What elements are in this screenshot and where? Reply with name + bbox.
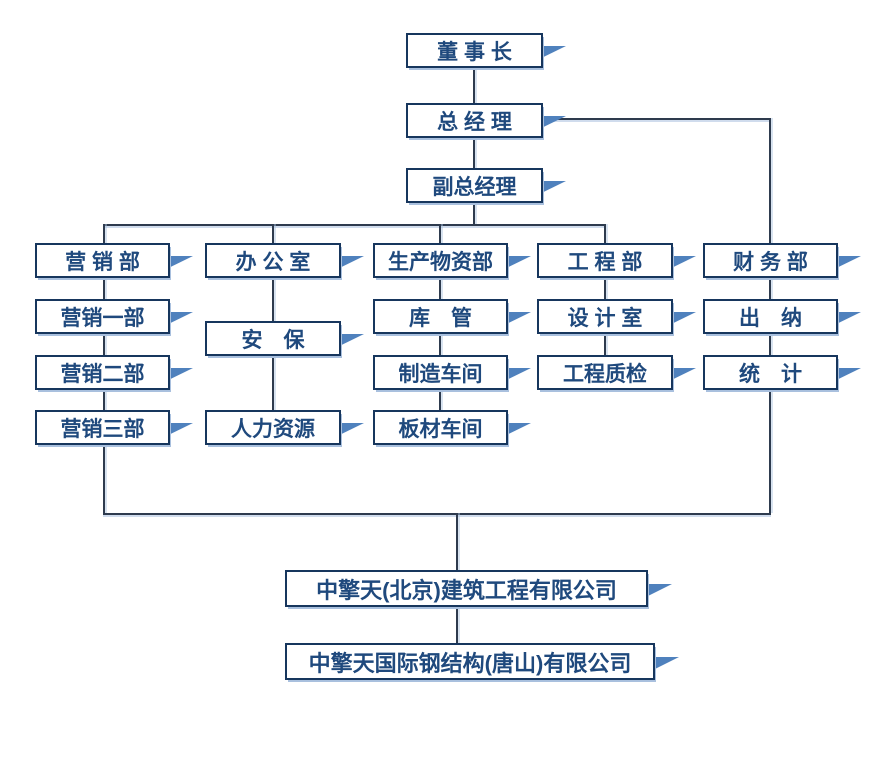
connector-distribution (103, 224, 606, 226)
node-box: 安 保 (205, 321, 341, 356)
node-label: 安 保 (241, 328, 305, 352)
node-label: 生产物资部 (388, 250, 493, 274)
node-box: 副总经理 (406, 168, 543, 203)
node-label: 人力资源 (231, 417, 315, 441)
node-marketing-1: 营销一部 (35, 299, 193, 334)
connector-company-link (456, 605, 458, 645)
node-label: 统 计 (739, 362, 802, 386)
connector-office-column (272, 224, 274, 412)
node-box: 中擎天国际钢结构(唐山)有限公司 (285, 643, 655, 680)
node-security: 安 保 (205, 321, 364, 356)
connector-gm-finance-branch (543, 118, 771, 120)
node-box: 库 管 (373, 299, 508, 334)
node-manufacturing-workshop: 制造车间 (373, 355, 531, 390)
node-box: 中擎天(北京)建筑工程有限公司 (285, 570, 648, 607)
node-box: 营销三部 (35, 410, 170, 445)
node-label: 出 纳 (739, 306, 802, 330)
node-box: 设 计 室 (537, 299, 673, 334)
node-sheet-workshop: 板材车间 (373, 410, 531, 445)
node-engineering-qc: 工程质检 (537, 355, 696, 390)
node-label: 中擎天国际钢结构(唐山)有限公司 (308, 650, 632, 676)
node-label: 财 务 部 (733, 250, 808, 274)
node-box: 人力资源 (205, 410, 341, 445)
node-box: 出 纳 (703, 299, 838, 334)
node-marketing-2: 营销二部 (35, 355, 193, 390)
node-human-resources: 人力资源 (205, 410, 364, 445)
connector-engineering-column (604, 224, 606, 357)
node-label: 设 计 室 (567, 306, 643, 330)
node-cashier: 出 纳 (703, 299, 861, 334)
node-general-manager: 总 经 理 (406, 103, 566, 138)
node-label: 营销一部 (60, 306, 145, 330)
node-production-materials-dept: 生产物资部 (373, 243, 531, 278)
node-box: 办 公 室 (205, 243, 341, 278)
node-marketing-dept: 营 销 部 (35, 243, 193, 278)
node-design-room: 设 计 室 (537, 299, 696, 334)
node-box: 工 程 部 (537, 243, 673, 278)
node-statistics: 统 计 (703, 355, 861, 390)
node-label: 办 公 室 (235, 250, 311, 274)
node-label: 营销二部 (60, 362, 145, 386)
node-chairman: 董 事 长 (406, 33, 566, 68)
node-company-beijing: 中擎天(北京)建筑工程有限公司 (285, 570, 672, 608)
node-label: 副总经理 (432, 175, 517, 199)
node-deputy-general-manager: 副总经理 (406, 168, 566, 203)
node-engineering-dept: 工 程 部 (537, 243, 696, 278)
node-label: 工程质检 (563, 362, 647, 386)
node-label: 营 销 部 (65, 250, 140, 274)
node-company-tangshan: 中擎天国际钢结构(唐山)有限公司 (285, 643, 679, 681)
node-office: 办 公 室 (205, 243, 364, 278)
connector-bottom-collector (103, 513, 771, 515)
node-label: 总 经 理 (437, 110, 512, 134)
node-label: 董 事 长 (437, 40, 512, 64)
node-box: 统 计 (703, 355, 838, 390)
node-warehouse: 库 管 (373, 299, 531, 334)
node-label: 库 管 (409, 306, 472, 330)
connector-company-drop (456, 513, 458, 571)
node-label: 制造车间 (398, 362, 483, 386)
node-box: 工程质检 (537, 355, 673, 390)
node-box: 总 经 理 (406, 103, 543, 138)
node-finance-dept: 财 务 部 (703, 243, 861, 278)
node-box: 生产物资部 (373, 243, 508, 278)
node-label: 营销三部 (60, 417, 145, 441)
node-box: 董 事 长 (406, 33, 543, 68)
node-label: 中擎天(北京)建筑工程有限公司 (316, 577, 617, 603)
node-box: 财 务 部 (703, 243, 838, 278)
node-marketing-3: 营销三部 (35, 410, 193, 445)
node-box: 营销二部 (35, 355, 170, 390)
node-box: 营销一部 (35, 299, 170, 334)
node-label: 工 程 部 (567, 250, 643, 274)
connector-top-chain (473, 68, 475, 226)
node-label: 板材车间 (398, 417, 483, 441)
node-box: 制造车间 (373, 355, 508, 390)
node-box: 营 销 部 (35, 243, 170, 278)
node-box: 板材车间 (373, 410, 508, 445)
